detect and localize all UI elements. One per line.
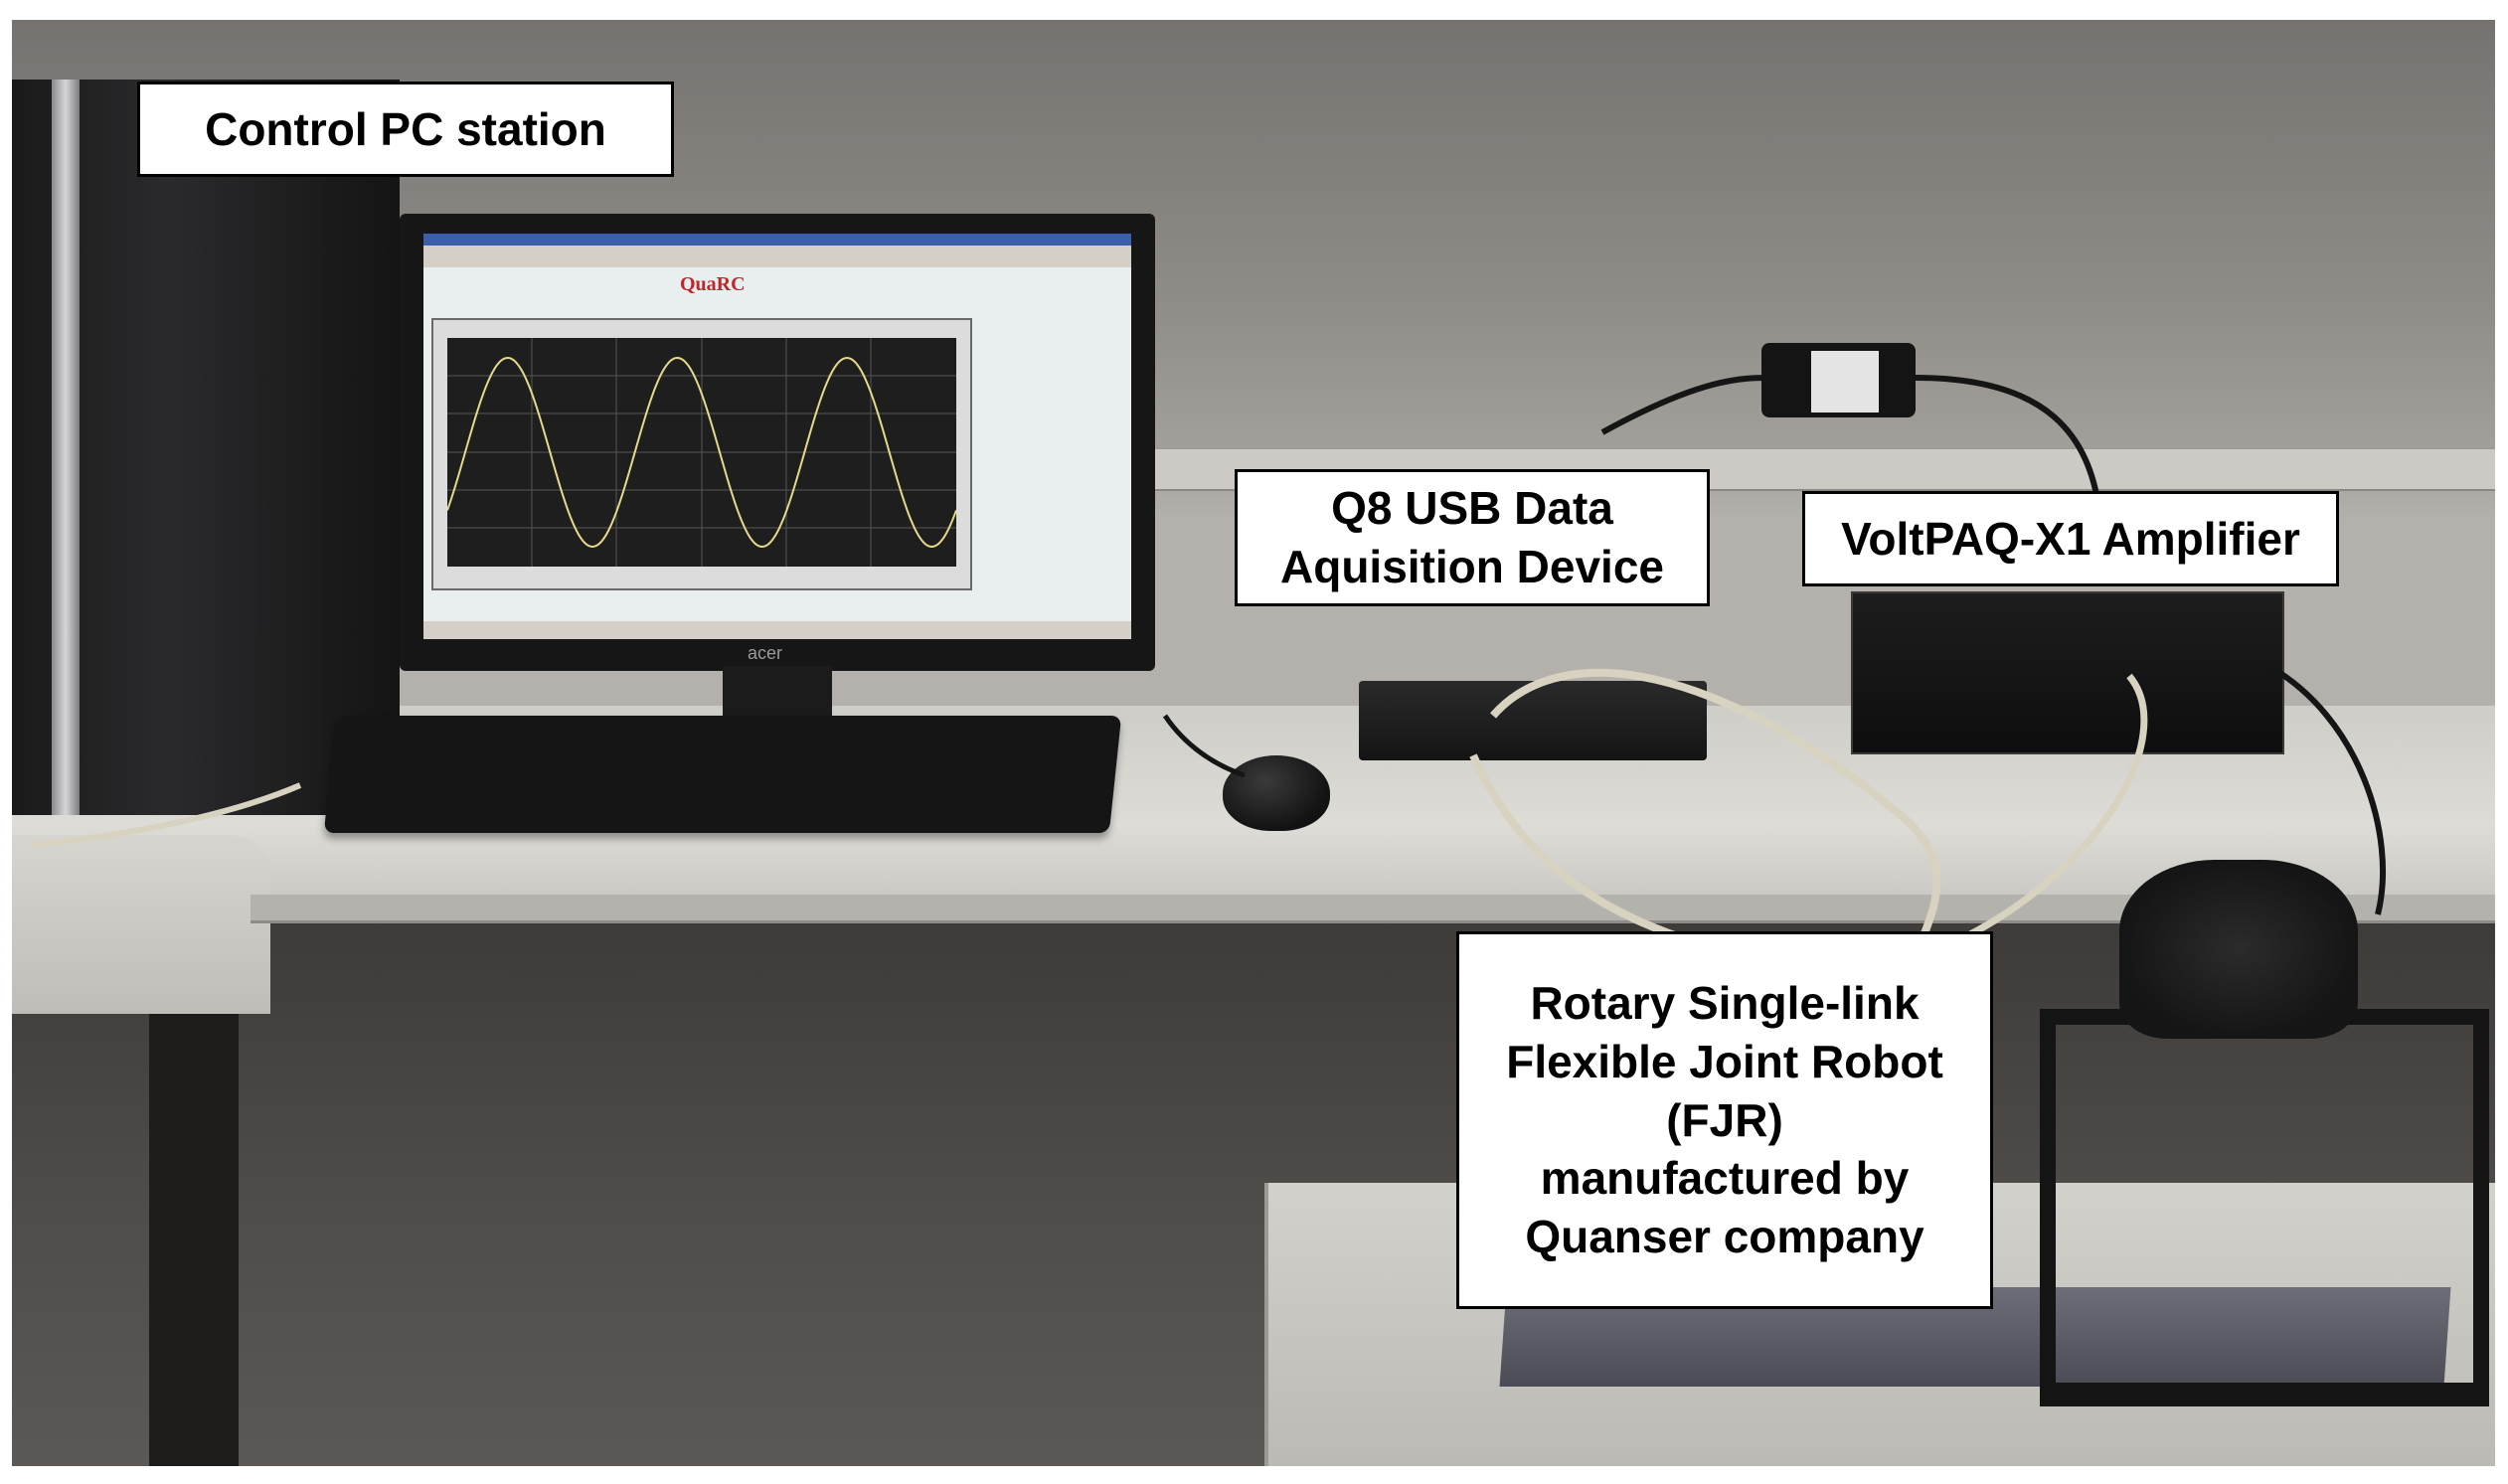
power-adapter-sticker <box>1811 351 1879 412</box>
taskbar <box>423 621 1131 639</box>
monitor-brand-logo: acer <box>748 643 783 663</box>
control-pc-label-text: Control PC station <box>205 103 606 155</box>
lab-setup-photo: QuaRC <box>12 20 2495 1466</box>
quarc-logo: QuaRC <box>680 273 746 295</box>
scope-window <box>431 318 972 590</box>
control-pc-label: Control PC station <box>137 82 674 177</box>
sine-wave-trace <box>446 338 957 567</box>
amplifier-label-text: VoltPAQ-X1 Amplifier <box>1841 513 2300 565</box>
robot-label-text: Rotary Single-link Flexible Joint Robot … <box>1506 976 1943 1263</box>
monitor-screen: QuaRC <box>423 234 1131 639</box>
monitor: QuaRC <box>400 214 1155 671</box>
amplifier-label: VoltPAQ-X1 Amplifier <box>1802 491 2339 586</box>
desk-corner <box>12 835 270 1014</box>
daq-label-text: Q8 USB Data Aquisition Device <box>1280 482 1664 592</box>
mouse <box>1223 755 1330 831</box>
robot-frame <box>2040 1009 2489 1406</box>
pc-tower-trim <box>52 80 80 815</box>
desk-leg <box>149 1014 239 1466</box>
robot-label: Rotary Single-link Flexible Joint Robot … <box>1456 931 1993 1309</box>
q8-usb-daq-device <box>1359 681 1707 760</box>
window-toolbar <box>423 246 1131 267</box>
voltpaq-amplifier <box>1851 591 2284 754</box>
window-titlebar <box>423 234 1131 246</box>
daq-label: Q8 USB Data Aquisition Device <box>1235 469 1710 606</box>
flexible-joint-robot <box>2119 860 2358 1039</box>
scope-plot <box>446 338 957 567</box>
